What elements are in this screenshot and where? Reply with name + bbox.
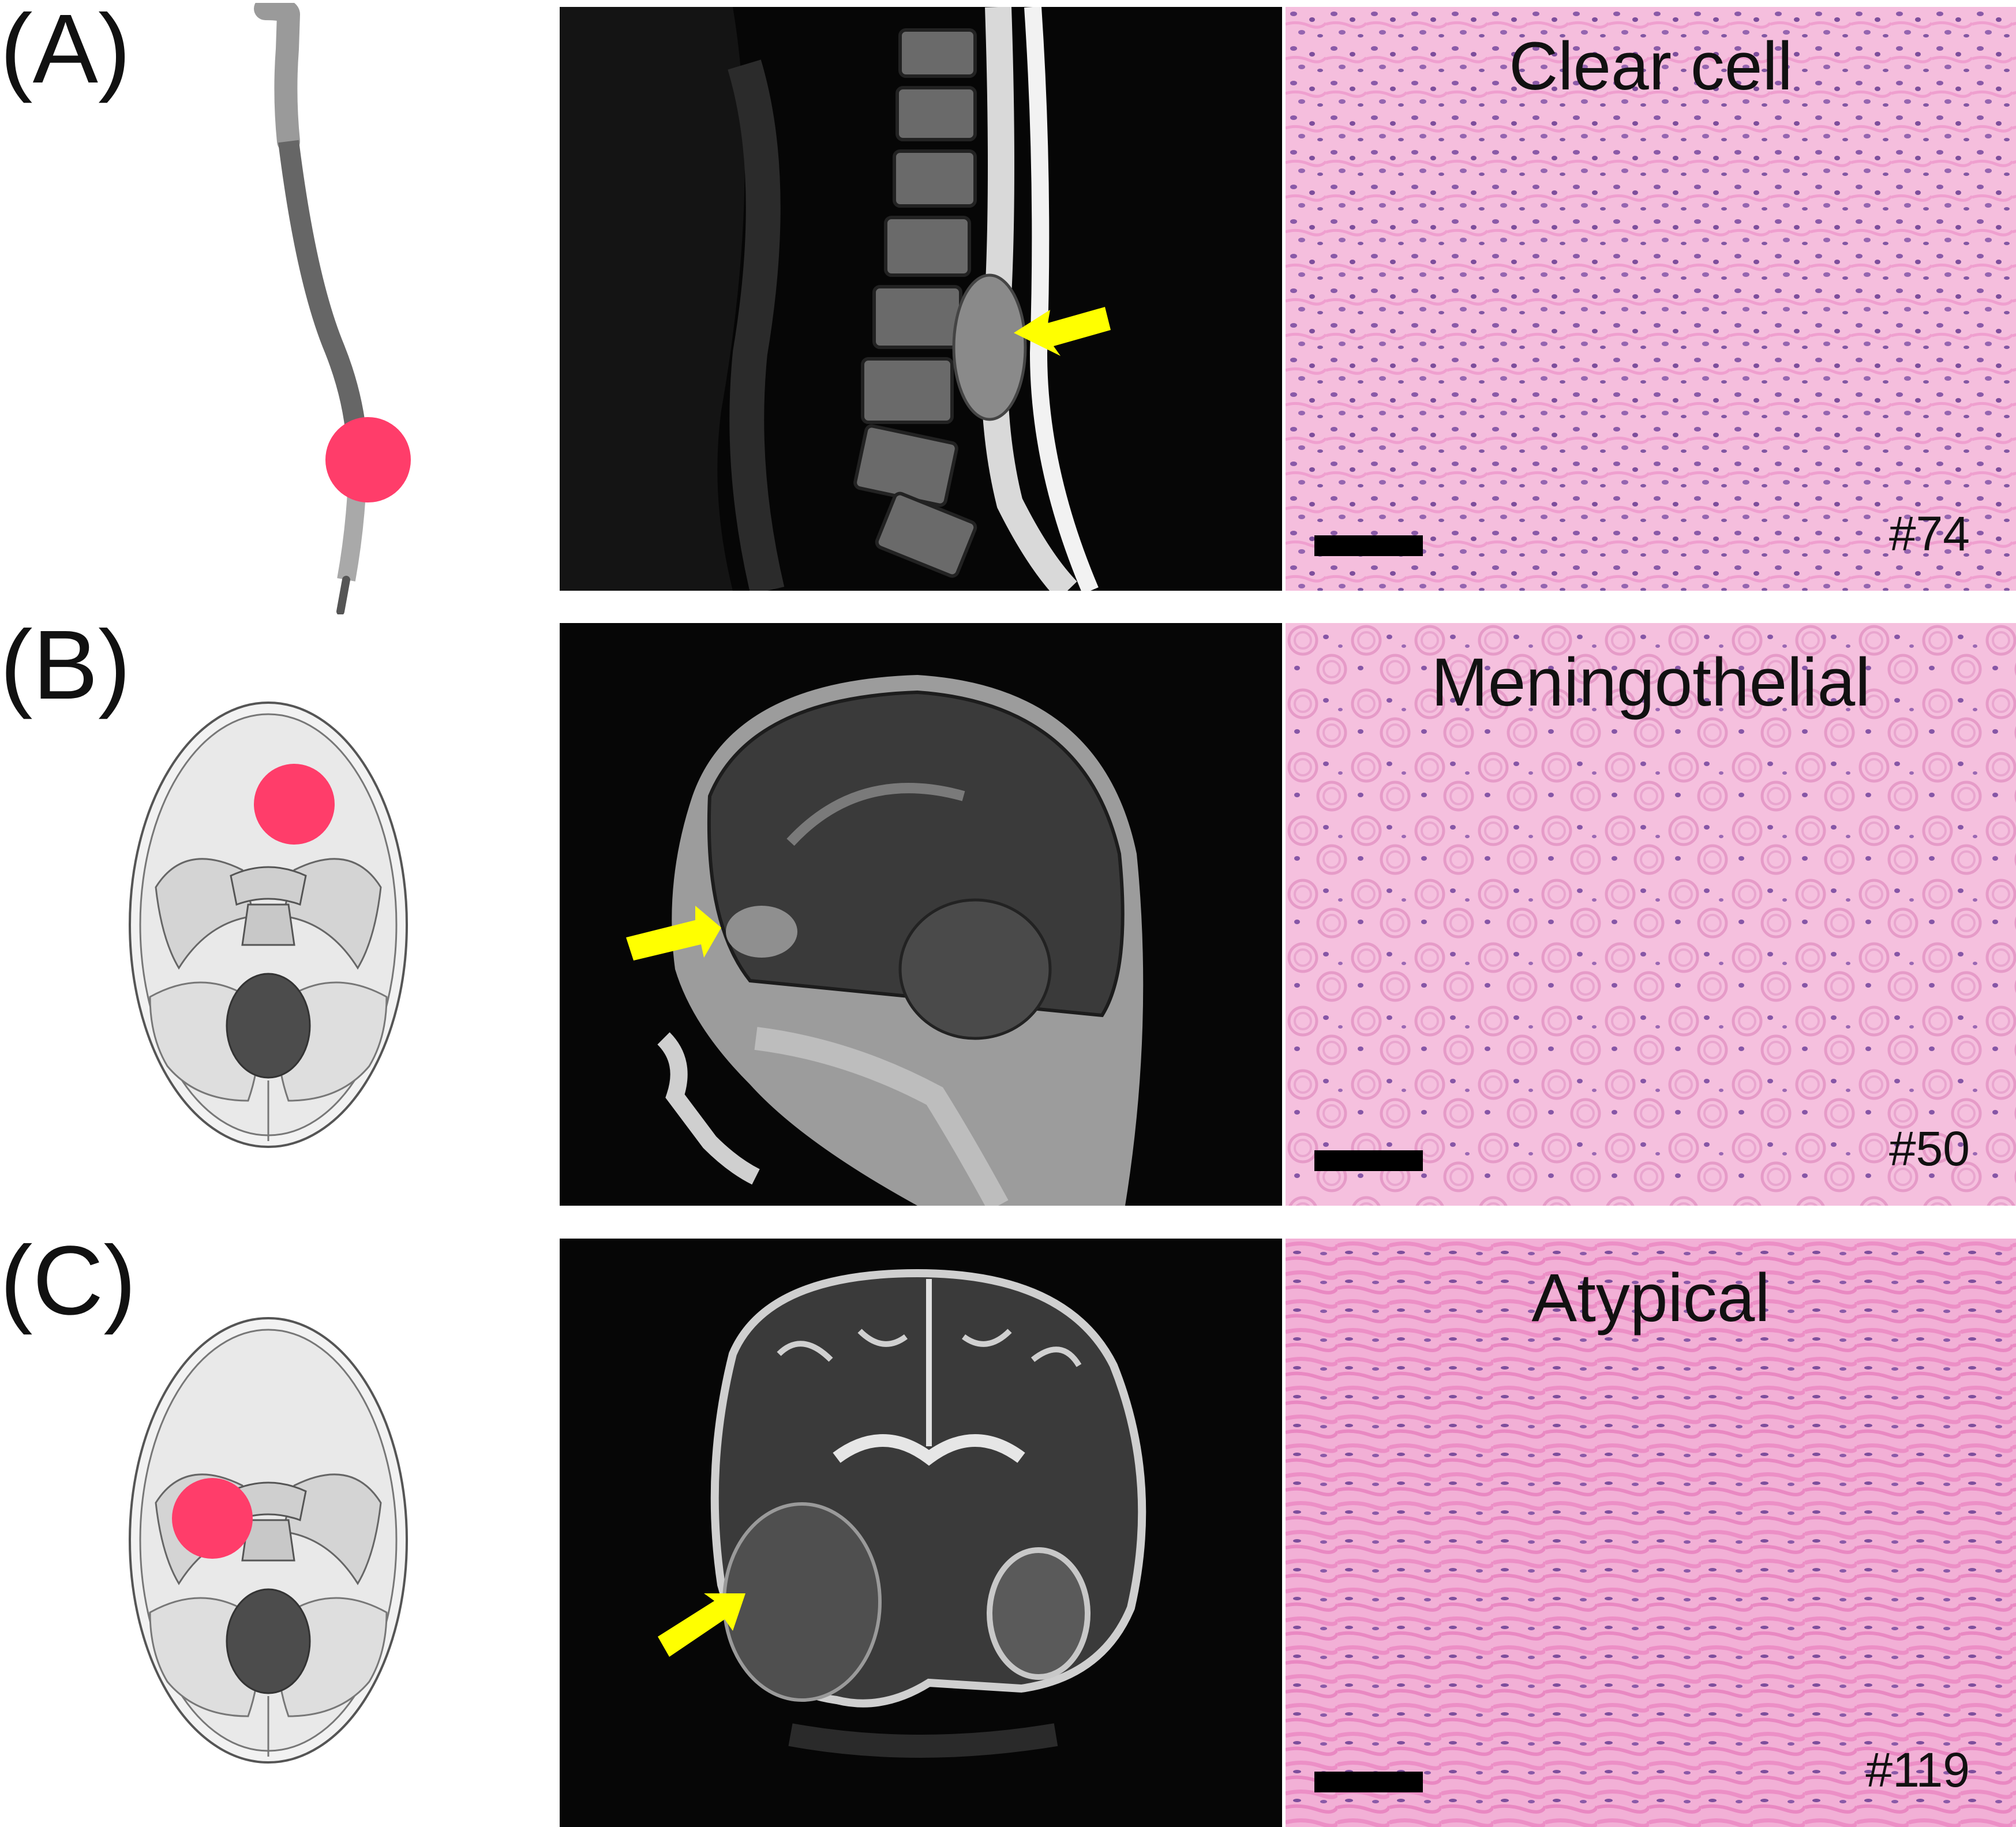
scale-bar — [1314, 1772, 1423, 1792]
mri-image-a — [560, 7, 1282, 591]
arrow-icon — [626, 906, 721, 961]
histology-image-c: Atypical #119 — [1286, 1239, 2016, 1827]
skull-base-icon — [129, 1317, 408, 1764]
mri-image-c — [560, 1239, 1282, 1827]
panel-b: (B) Meningothelial #50 — [0, 616, 2016, 1206]
histology-image-a: Clear cell #74 — [1286, 7, 2016, 591]
scale-bar — [1314, 535, 1423, 556]
arrow-icon — [658, 1593, 745, 1657]
vertebrae — [853, 28, 977, 578]
arrow-icon — [1014, 307, 1111, 356]
mri-image-b — [560, 623, 1282, 1206]
histology-image-b: Meningothelial #50 — [1286, 623, 2016, 1206]
histology-title: Meningothelial — [1431, 644, 1871, 721]
spine-icon — [254, 3, 411, 614]
panel-label-a: (A) — [0, 0, 131, 104]
tumor-marker — [254, 764, 335, 845]
case-id: #74 — [1888, 507, 1970, 561]
tumor-lesion — [952, 273, 1027, 421]
panel-c: (C) Atypical #119 — [0, 1232, 2016, 1827]
case-id: #50 — [1888, 1121, 1970, 1176]
tumor-lesion — [722, 1502, 882, 1702]
histology-title: Atypical — [1531, 1260, 1770, 1336]
skull-base-icon — [129, 701, 408, 1148]
panel-label-c: (C) — [0, 1226, 136, 1335]
tumor-lesion — [726, 906, 797, 958]
panel-a: (A) — [0, 0, 2016, 614]
case-id: #119 — [1865, 1743, 1970, 1797]
tumor-marker — [325, 417, 411, 502]
scale-bar — [1314, 1150, 1423, 1171]
tumor-marker — [172, 1478, 253, 1559]
panel-label-b: (B) — [0, 610, 131, 720]
histology-title: Clear cell — [1509, 28, 1793, 104]
